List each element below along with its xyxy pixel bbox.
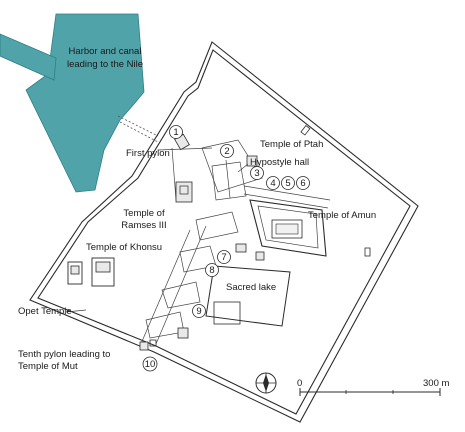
scale-start-label: 0 (297, 378, 302, 389)
marker-circle (220, 144, 234, 158)
harbor-water (25, 13, 145, 193)
marker-3: 3 (250, 166, 264, 180)
marker-number: 9 (196, 306, 201, 317)
marker-circle (250, 166, 264, 180)
marker-number: 4 (270, 178, 275, 189)
marker-6: 6 (296, 176, 310, 190)
marker-circle (217, 250, 231, 264)
opet-temple-label: Opet Temple (18, 306, 72, 317)
marker-circle (169, 125, 183, 139)
marker-number: 1 (173, 127, 178, 138)
marker-number: 8 (209, 265, 214, 276)
marker-circle (266, 176, 280, 190)
marker-9: 9 (192, 304, 206, 318)
scale-bar: 0 300 m (297, 378, 449, 396)
marker-number: 3 (254, 168, 259, 179)
temple-ramses-label-line2: Ramses III (121, 220, 166, 231)
quay-path (117, 115, 159, 137)
tenth-pylon-label-line2: Temple of Mut (18, 361, 78, 372)
temple-structures (67, 133, 331, 351)
leader-lines (65, 163, 249, 313)
marker-4: 4 (266, 176, 280, 190)
marker-circle (142, 356, 158, 372)
temple-ramses-label-line1: Temple of (123, 208, 165, 219)
marker-circle (281, 176, 295, 190)
harbor-label-line2: leading to the Nile (67, 59, 143, 70)
compass-rose-icon (255, 372, 277, 394)
sacred-lake-basin (205, 265, 291, 327)
sacred-lake-label: Sacred lake (226, 282, 276, 293)
enclosure-wall (29, 41, 419, 423)
harbor-area: Harbor and canal leading to the Nile (0, 13, 159, 193)
quay-path-2 (119, 121, 159, 143)
hypostyle-hall-label: Hypostyle hall (250, 157, 309, 168)
marker-number: 5 (285, 178, 290, 189)
marker-2: 2 (220, 144, 234, 158)
marker-number: 10 (145, 359, 156, 370)
marker-number: 7 (221, 252, 226, 263)
harbor-canal-arm (0, 33, 57, 81)
tenth-pylon-label-line1: Tenth pylon leading to (18, 349, 110, 360)
temple-ptah-label: Temple of Ptah (260, 139, 323, 150)
marker-8: 8 (205, 263, 219, 277)
first-pylon-label: First pylon (126, 148, 170, 159)
temple-khonsu-label: Temple of Khonsu (86, 242, 162, 253)
temple-amun-label: Temple of Amun (308, 210, 376, 221)
marker-1: 1 (169, 125, 183, 139)
marker-10: 10 (142, 356, 158, 372)
marker-circle (192, 304, 206, 318)
marker-number: 6 (300, 178, 305, 189)
marker-circle (296, 176, 310, 190)
marker-number: 2 (224, 146, 229, 157)
harbor-label-line1: Harbor and canal (69, 46, 142, 57)
marker-5: 5 (281, 176, 295, 190)
marker-circle (205, 263, 219, 277)
marker-7: 7 (217, 250, 231, 264)
scale-end-label: 300 m (423, 378, 449, 389)
